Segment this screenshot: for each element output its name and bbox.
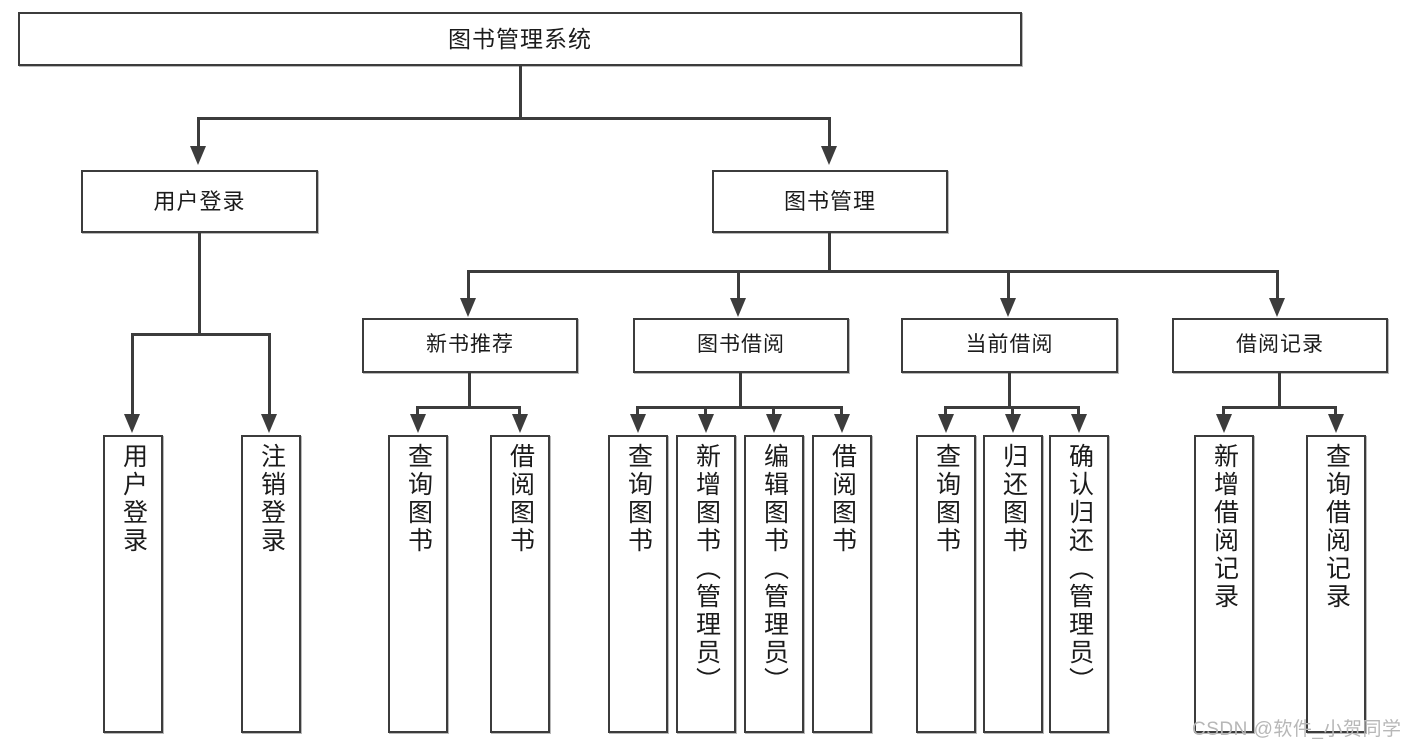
connector-new-book-stem [468, 373, 471, 408]
node-label: 查询图书 [624, 443, 653, 555]
leaf-borrow-record-add-record[interactable]: 新增借阅记录 [1194, 435, 1254, 733]
node-borrow-record[interactable]: 借阅记录 [1172, 318, 1388, 373]
connector-new-book-drop-1 [416, 406, 419, 416]
node-label: 图书管理系统 [448, 25, 592, 52]
connector-current-borrow-drop-3 [1077, 406, 1080, 416]
node-label: 注销登录 [257, 443, 286, 555]
connector-root-bus [197, 117, 831, 120]
node-label: 查询图书 [932, 443, 961, 555]
leaf-new-book-query-book[interactable]: 查询图书 [388, 435, 448, 733]
connector-book-borrow-drop-2 [704, 406, 707, 416]
arrow-book-borrow-leaf-3 [766, 414, 782, 433]
node-label: 确认归还（管理员） [1065, 443, 1094, 695]
leaf-current-borrow-return-book[interactable]: 归还图书 [983, 435, 1043, 733]
node-label: 新增借阅记录 [1210, 443, 1239, 611]
connector-book-borrow-drop-3 [772, 406, 775, 416]
connector-current-borrow-stem [1008, 373, 1011, 408]
connector-level2-drop-2 [737, 270, 740, 298]
arrow-user-login-leaf-2 [261, 414, 277, 433]
arrow-level2-new-book [460, 298, 476, 317]
arrow-borrow-record-leaf-1 [1216, 414, 1232, 433]
connector-new-book-bus [416, 406, 520, 409]
arrow-book-borrow-leaf-2 [698, 414, 714, 433]
node-label: 编辑图书（管理员） [760, 443, 789, 695]
connector-level2-bus [467, 270, 1279, 273]
arrow-book-borrow-leaf-1 [630, 414, 646, 433]
arrow-user-login-leaf-1 [124, 414, 140, 433]
node-label: 借阅图书 [506, 443, 535, 555]
connector-current-borrow-drop-1 [944, 406, 947, 416]
connector-borrow-record-drop-1 [1222, 406, 1225, 416]
leaf-current-borrow-query-book[interactable]: 查询图书 [916, 435, 976, 733]
connector-level2-drop-1 [467, 270, 470, 298]
connector-book-borrow-drop-1 [636, 406, 639, 416]
arrow-new-book-leaf-2 [512, 414, 528, 433]
node-book-borrow[interactable]: 图书借阅 [633, 318, 849, 373]
arrow-new-book-leaf-1 [410, 414, 426, 433]
node-label: 新增图书（管理员） [692, 443, 721, 695]
node-label: 当前借阅 [965, 333, 1054, 357]
leaf-user-login-login[interactable]: 用户登录 [103, 435, 163, 733]
leaf-new-book-borrow-book[interactable]: 借阅图书 [490, 435, 550, 733]
arrow-borrow-record-leaf-2 [1328, 414, 1344, 433]
csdn-watermark: CSDN @软件_小贺同学 [1192, 719, 1402, 740]
connector-book-borrow-bus [636, 406, 842, 409]
leaf-borrow-record-query-record[interactable]: 查询借阅记录 [1306, 435, 1366, 733]
node-label: 用户登录 [153, 188, 246, 214]
arrow-current-borrow-leaf-3 [1071, 414, 1087, 433]
connector-root-to-book-management [828, 117, 831, 146]
arrow-level2-current-borrow [1000, 298, 1016, 317]
arrow-root-to-book-management [821, 146, 837, 165]
connector-level2-drop-3 [1007, 270, 1010, 298]
node-label: 查询借阅记录 [1322, 443, 1351, 611]
arrow-level2-borrow-record [1269, 298, 1285, 317]
leaf-user-login-logout[interactable]: 注销登录 [241, 435, 301, 733]
node-label: 图书借阅 [697, 333, 785, 357]
connector-root-stem [519, 66, 522, 119]
connector-borrow-record-drop-2 [1334, 406, 1337, 416]
leaf-book-borrow-edit-book-admin[interactable]: 编辑图书（管理员） [744, 435, 804, 733]
node-label: 图书管理 [783, 188, 876, 214]
connector-new-book-drop-2 [518, 406, 521, 416]
leaf-book-borrow-borrow-book[interactable]: 借阅图书 [812, 435, 872, 733]
connector-user-login-bus [131, 333, 270, 336]
connector-book-borrow-stem [739, 373, 742, 408]
node-label: 借阅记录 [1236, 333, 1324, 357]
arrow-root-to-user-login [190, 146, 206, 165]
connector-book-management-stem [828, 233, 831, 272]
leaf-current-borrow-confirm-return-admin[interactable]: 确认归还（管理员） [1049, 435, 1109, 733]
connector-current-borrow-drop-2 [1011, 406, 1014, 416]
leaf-book-borrow-add-book-admin[interactable]: 新增图书（管理员） [676, 435, 736, 733]
node-current-borrow[interactable]: 当前借阅 [901, 318, 1118, 373]
connector-borrow-record-bus [1222, 406, 1337, 409]
node-label: 归还图书 [999, 443, 1028, 555]
arrow-book-borrow-leaf-4 [834, 414, 850, 433]
node-label: 借阅图书 [828, 443, 857, 555]
arrow-current-borrow-leaf-1 [938, 414, 954, 433]
arrow-level2-book-borrow [730, 298, 746, 317]
connector-user-login-stem [198, 233, 201, 335]
connector-borrow-record-stem [1278, 373, 1281, 408]
connector-root-to-user-login [197, 117, 200, 146]
node-label: 用户登录 [119, 443, 148, 555]
connector-book-borrow-drop-4 [840, 406, 843, 416]
connector-level2-drop-4 [1276, 270, 1279, 298]
node-label: 新书推荐 [426, 333, 514, 357]
leaf-book-borrow-query-book[interactable]: 查询图书 [608, 435, 668, 733]
node-new-book-recommend[interactable]: 新书推荐 [362, 318, 578, 373]
node-user-login[interactable]: 用户登录 [81, 170, 318, 233]
connector-user-login-drop-1 [131, 333, 134, 414]
node-root-book-management-system[interactable]: 图书管理系统 [18, 12, 1022, 66]
connector-user-login-drop-2 [268, 333, 271, 414]
node-book-management[interactable]: 图书管理 [712, 170, 948, 233]
arrow-current-borrow-leaf-2 [1005, 414, 1021, 433]
node-label: 查询图书 [404, 443, 433, 555]
